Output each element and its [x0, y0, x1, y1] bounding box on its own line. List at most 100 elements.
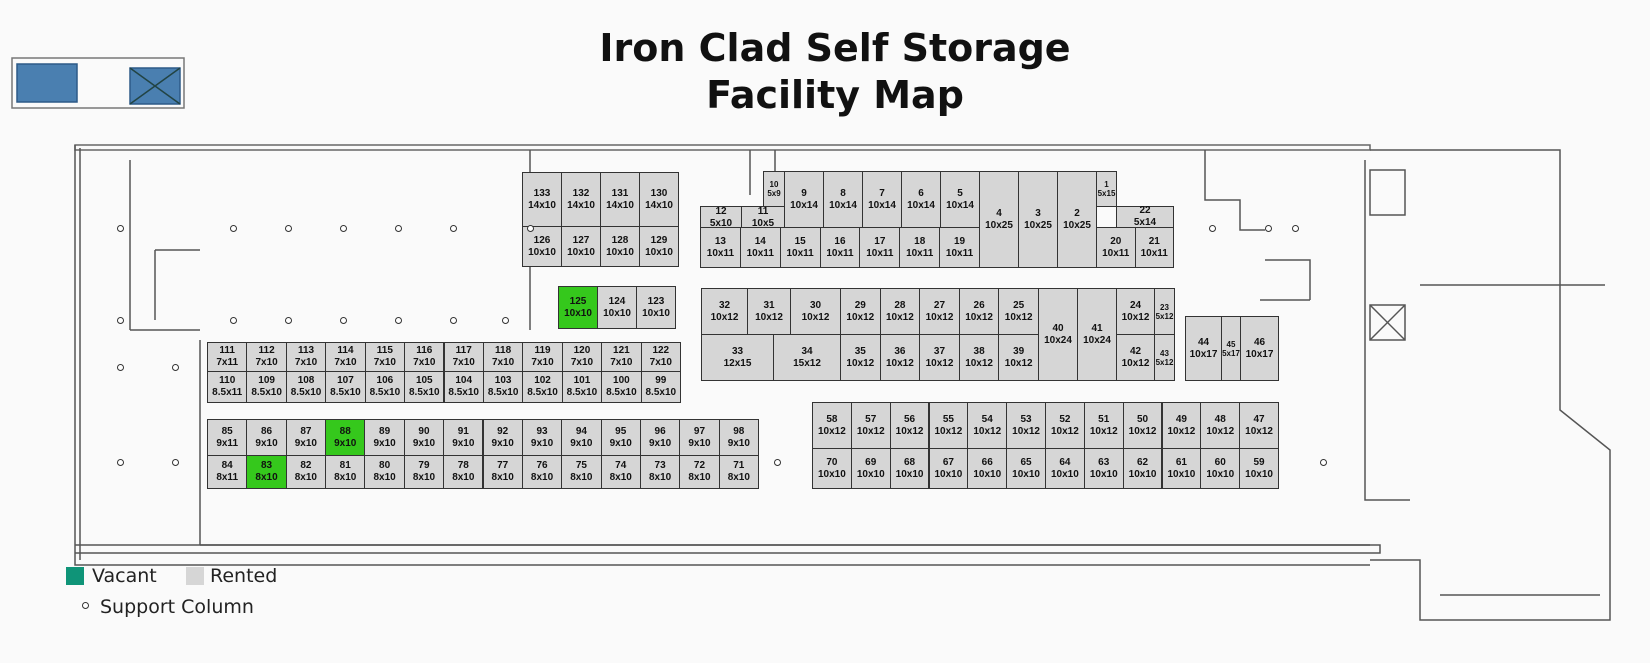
unit-104[interactable]: 1048.5x10: [443, 371, 484, 403]
unit-83[interactable]: 838x10: [246, 455, 287, 489]
unit-39[interactable]: 3910x12: [998, 334, 1039, 381]
unit-120[interactable]: 1207x10: [561, 342, 603, 372]
unit-28[interactable]: 2810x12: [879, 288, 921, 335]
unit-128[interactable]: 12810x10: [600, 226, 640, 267]
unit-9[interactable]: 910x14: [784, 171, 824, 228]
unit-30[interactable]: 3010x12: [790, 288, 841, 335]
unit-91[interactable]: 919x10: [443, 419, 484, 456]
unit-12[interactable]: 125x10: [700, 206, 742, 229]
unit-68[interactable]: 6810x10: [889, 448, 930, 489]
unit-96[interactable]: 969x10: [639, 419, 681, 456]
unit-86[interactable]: 869x10: [246, 419, 287, 456]
unit-98[interactable]: 989x10: [718, 419, 759, 456]
unit-1[interactable]: 15x15: [1096, 171, 1117, 207]
unit-10[interactable]: 105x9: [763, 171, 785, 207]
unit-124[interactable]: 12410x10: [597, 286, 637, 329]
unit-45[interactable]: 455x17: [1221, 316, 1241, 381]
unit-81[interactable]: 818x10: [325, 455, 366, 489]
unit-61[interactable]: 6110x10: [1161, 448, 1202, 489]
unit-5[interactable]: 510x14: [940, 171, 980, 228]
unit-82[interactable]: 828x10: [285, 455, 327, 489]
unit-21[interactable]: 2110x11: [1134, 227, 1174, 268]
unit-75[interactable]: 758x10: [561, 455, 602, 489]
unit-2[interactable]: 210x25: [1057, 171, 1097, 268]
unit-43[interactable]: 435x12: [1154, 334, 1175, 381]
unit-118[interactable]: 1187x10: [482, 342, 524, 372]
unit-62[interactable]: 6210x10: [1122, 448, 1163, 489]
unit-106[interactable]: 1068.5x10: [364, 371, 406, 403]
unit-113[interactable]: 1137x10: [285, 342, 327, 372]
unit-36[interactable]: 3610x12: [879, 334, 921, 381]
unit-26[interactable]: 2610x12: [958, 288, 1000, 335]
unit-89[interactable]: 899x10: [364, 419, 405, 456]
unit-47[interactable]: 4710x12: [1239, 402, 1279, 449]
unit-6[interactable]: 610x14: [901, 171, 941, 228]
unit-84[interactable]: 848x11: [207, 455, 248, 489]
unit-121[interactable]: 1217x10: [601, 342, 642, 372]
unit-20[interactable]: 2010x11: [1096, 227, 1136, 268]
unit-25[interactable]: 2510x12: [998, 288, 1039, 335]
unit-101[interactable]: 1018.5x10: [561, 371, 603, 403]
unit-90[interactable]: 909x10: [403, 419, 445, 456]
unit-11[interactable]: 1110x5: [741, 206, 785, 229]
unit-56[interactable]: 5610x12: [889, 402, 930, 449]
unit-18[interactable]: 1810x11: [899, 227, 941, 268]
unit-67[interactable]: 6710x10: [928, 448, 969, 489]
unit-38[interactable]: 3810x12: [958, 334, 1000, 381]
unit-57[interactable]: 5710x12: [850, 402, 891, 449]
unit-27[interactable]: 2710x12: [919, 288, 960, 335]
unit-14[interactable]: 1410x11: [739, 227, 781, 268]
unit-15[interactable]: 1510x11: [779, 227, 821, 268]
unit-127[interactable]: 12710x10: [561, 226, 601, 267]
unit-7[interactable]: 710x14: [862, 171, 902, 228]
unit-119[interactable]: 1197x10: [522, 342, 563, 372]
unit-40[interactable]: 4010x24: [1038, 288, 1078, 381]
unit-53[interactable]: 5310x12: [1006, 402, 1046, 449]
unit-50[interactable]: 5010x12: [1122, 402, 1163, 449]
unit-115[interactable]: 1157x10: [364, 342, 406, 372]
unit-79[interactable]: 798x10: [403, 455, 445, 489]
unit-8[interactable]: 810x14: [823, 171, 863, 228]
unit-95[interactable]: 959x10: [600, 419, 641, 456]
unit-73[interactable]: 738x10: [639, 455, 681, 489]
unit-80[interactable]: 808x10: [364, 455, 405, 489]
unit-102[interactable]: 1028.5x10: [522, 371, 563, 403]
unit-129[interactable]: 12910x10: [639, 226, 679, 267]
unit-126[interactable]: 12610x10: [522, 226, 562, 267]
unit-46[interactable]: 4610x17: [1240, 316, 1279, 381]
unit-19[interactable]: 1910x11: [939, 227, 980, 268]
unit-13[interactable]: 1310x11: [700, 227, 741, 268]
unit-32[interactable]: 3210x12: [701, 288, 748, 335]
unit-131[interactable]: 13114x10: [600, 172, 640, 227]
unit-112[interactable]: 1127x10: [246, 342, 287, 372]
unit-34[interactable]: 3415x12: [773, 334, 841, 381]
unit-69[interactable]: 6910x10: [850, 448, 891, 489]
unit-59[interactable]: 5910x10: [1239, 448, 1279, 489]
unit-49[interactable]: 4910x12: [1161, 402, 1202, 449]
unit-66[interactable]: 6610x10: [967, 448, 1008, 489]
unit-3[interactable]: 310x25: [1018, 171, 1058, 268]
unit-16[interactable]: 1610x11: [819, 227, 861, 268]
unit-4[interactable]: 410x25: [979, 171, 1019, 268]
unit-52[interactable]: 5210x12: [1045, 402, 1085, 449]
unit-74[interactable]: 748x10: [600, 455, 641, 489]
unit-87[interactable]: 879x10: [285, 419, 327, 456]
unit-41[interactable]: 4110x24: [1077, 288, 1117, 381]
unit-108[interactable]: 1088.5x10: [285, 371, 327, 403]
unit-44[interactable]: 4410x17: [1185, 316, 1222, 381]
unit-132[interactable]: 13214x10: [561, 172, 601, 227]
unit-99[interactable]: 998.5x10: [640, 371, 681, 403]
unit-103[interactable]: 1038.5x10: [482, 371, 524, 403]
unit-110[interactable]: 1108.5x11: [207, 371, 248, 403]
unit-122[interactable]: 1227x10: [640, 342, 681, 372]
unit-60[interactable]: 6010x10: [1200, 448, 1241, 489]
unit-55[interactable]: 5510x12: [928, 402, 969, 449]
unit-125[interactable]: 12510x10: [558, 286, 598, 329]
unit-37[interactable]: 3710x12: [919, 334, 960, 381]
unit-23[interactable]: 235x12: [1154, 288, 1175, 335]
unit-109[interactable]: 1098.5x10: [246, 371, 287, 403]
unit-48[interactable]: 4810x12: [1200, 402, 1241, 449]
unit-24[interactable]: 2410x12: [1116, 288, 1155, 335]
unit-100[interactable]: 1008.5x10: [601, 371, 642, 403]
unit-133[interactable]: 13314x10: [522, 172, 562, 227]
